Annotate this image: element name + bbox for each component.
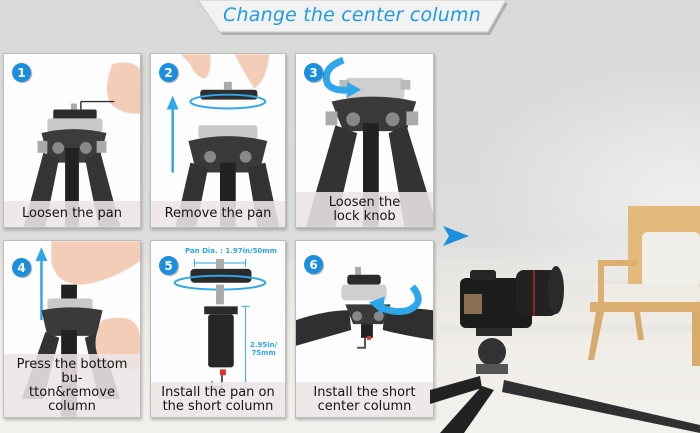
step-caption: Install the pan on the short column — [151, 382, 285, 417]
baseboard — [440, 325, 700, 333]
step-number-badge: 4 — [12, 258, 31, 277]
caption-line: Install the short — [313, 385, 416, 400]
tripod-loosen-pan-image — [4, 54, 140, 227]
title-banner: Change the center column — [196, 0, 508, 36]
caption-line: the short column — [162, 399, 274, 414]
pan-diameter-label: Pan Dia. : 1.97in/50mm — [185, 247, 277, 255]
camera-on-tripod-scene-image — [430, 206, 700, 433]
step-caption: Install the short center column — [296, 382, 433, 417]
dimension-line: 75mm — [251, 349, 276, 357]
step-caption: Loosen the lock knob — [296, 192, 433, 227]
page-title: Change the center column — [223, 4, 481, 26]
dimension-line: 2.95in/ — [250, 341, 278, 349]
step-number-badge: 1 — [12, 63, 31, 82]
step-number-badge: 6 — [304, 255, 323, 274]
caption-line: lock knob — [333, 209, 396, 224]
caption-line: Loosen the pan — [22, 206, 122, 221]
step-number-badge: 3 — [304, 63, 323, 82]
step-card-5: 5 Pan Dia. : 1.97in/50mm 2.95in/ 75mm In… — [150, 240, 286, 418]
caption-line: Remove the pan — [164, 206, 272, 221]
column-height-label: 2.95in/ 75mm — [250, 341, 277, 357]
step-card-4: 4 Press the bottom bu- tton&remove colum… — [3, 240, 141, 418]
step-number-badge: 5 — [159, 256, 178, 275]
step-card-2: 2 Remove the pan — [150, 53, 286, 228]
caption-line: Loosen the — [328, 195, 401, 210]
caption-line: center column — [317, 399, 412, 414]
caption-line: tton&remove column — [29, 385, 115, 414]
step-number-badge: 2 — [159, 63, 178, 82]
step-card-1: 1 Loosen the pan — [3, 53, 141, 228]
step-caption: Remove the pan — [151, 201, 285, 227]
step-caption: Press the bottom bu- tton&remove column — [4, 354, 140, 417]
step-card-6: 6 Install the short center column — [295, 240, 434, 418]
banner-shape — [197, 0, 508, 35]
caption-line: Install the pan on — [161, 385, 275, 400]
caption-line: Press the bottom bu- — [16, 357, 128, 386]
step-card-3: 3 Loosen the lock knob — [295, 53, 434, 228]
next-arrow-icon — [443, 226, 469, 246]
step-caption: Loosen the pan — [4, 201, 140, 227]
